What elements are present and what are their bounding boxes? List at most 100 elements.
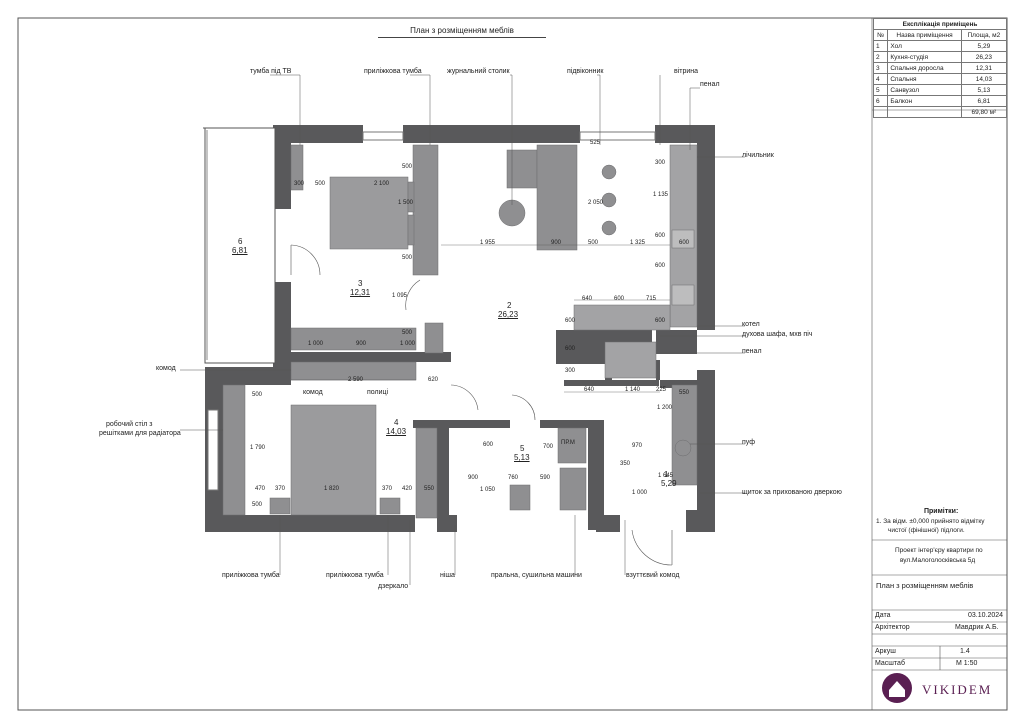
callout-dresser: комод [156, 365, 176, 372]
callout-laundry: пральна, сушильна машини [491, 572, 582, 579]
callout-window-sill: підвіконник [567, 68, 604, 75]
dimension: 900 [551, 240, 562, 246]
dimension: 500 [315, 181, 326, 187]
callout-mirror: дзеркало [378, 583, 409, 590]
scale-value: М 1:50 [956, 660, 978, 667]
architect-label: Архітектор [875, 624, 910, 631]
callout-dresser: комод [303, 389, 323, 396]
dimension: 600 [565, 346, 576, 352]
dimension: 1 000 [400, 341, 416, 347]
callout-bedside: приліжкова тумба [222, 572, 280, 579]
room-area: 6,81 [232, 246, 248, 255]
notes-line: чистої (фінішної) підлоги. [888, 527, 965, 534]
leaders [180, 74, 745, 585]
dimension: 550 [679, 390, 690, 396]
callout-pencil: пенал [700, 81, 720, 88]
room-area: 5,13 [514, 453, 530, 462]
callout-desk: решітками для радіатора [99, 430, 181, 437]
col-header: Назва приміщення [887, 29, 962, 41]
dimension: 600 [483, 442, 494, 448]
room-number: 2 [507, 301, 512, 310]
sheet-label: Аркуш [875, 648, 896, 655]
dimension: 1 135 [653, 192, 669, 198]
dimension: 715 [646, 296, 657, 302]
room-area: 5,29 [661, 479, 677, 488]
dimension: 700 [543, 444, 554, 450]
dimension: 970 [632, 443, 643, 449]
notes-line: 1. За відм. ±0,000 прийнято відмітку [876, 518, 985, 525]
cell: 2 [872, 51, 889, 63]
col-header: Площа, м2 [960, 29, 1008, 41]
cell: 26,23 [960, 51, 1008, 63]
title-block-lines [871, 18, 1007, 710]
dimension: 1 325 [630, 240, 646, 246]
dimension: 600 [655, 263, 666, 269]
plan-title: План з розміщенням меблів [378, 26, 546, 38]
dimension: 2 050 [588, 200, 604, 206]
room-number: 4 [394, 418, 399, 427]
cell: 4 [872, 73, 889, 85]
washer-label: ПР.М [561, 440, 575, 446]
furniture [222, 144, 698, 519]
brand-logo [882, 673, 912, 703]
dimension: 525 [590, 140, 601, 146]
dimension: 1 140 [625, 387, 641, 393]
dimension: 500 [402, 255, 413, 261]
dimension: 1 050 [480, 487, 496, 493]
dimension: 590 [540, 475, 551, 481]
project-line: Проект інтер'єру квартири по [895, 547, 983, 554]
dimension: 1 095 [392, 293, 408, 299]
dimension: 500 [588, 240, 599, 246]
dimension: 1 000 [308, 341, 324, 347]
dimension: 1 645 [658, 473, 674, 479]
cell: 6,81 [960, 95, 1008, 107]
project-line: вул.Малоголосківська 5д [900, 557, 976, 564]
explication-table: Експлікація приміщень № Назва приміщення… [872, 18, 1008, 118]
dimension: 600 [679, 240, 690, 246]
callout-bedside: приліжкова тумба [364, 68, 422, 75]
sheet-name: План з розміщенням меблів [876, 581, 974, 590]
architect-value: Мавдрик А.Б. [955, 624, 999, 631]
doors [290, 244, 673, 566]
callout-showcase: вітрина [674, 68, 699, 75]
date-label: Дата [875, 612, 891, 619]
callout-meter: лічильник [742, 152, 774, 159]
dimension: 300 [655, 160, 666, 166]
callout-pouf: пуф [742, 439, 755, 446]
dimension: 600 [655, 318, 666, 324]
dimension: 1 820 [324, 486, 340, 492]
explication-title: Експлікація приміщень [873, 18, 1007, 30]
room-number: 1 [664, 470, 669, 479]
cell: 3 [872, 62, 889, 74]
callout-pencil: пенал [742, 348, 762, 355]
room-number: 6 [238, 237, 243, 246]
callout-boiler: котел [742, 321, 760, 328]
dimension: 300 [294, 181, 305, 187]
cell: 6 [872, 95, 889, 107]
dimension: 500 [402, 330, 413, 336]
dimension: 600 [614, 296, 625, 302]
brand-name: VIKIDEM [922, 682, 993, 697]
dimension: 500 [252, 502, 263, 508]
callout-shoe-cabinet: взуттєвий комод [626, 572, 680, 579]
dimension: 1 000 [632, 490, 648, 496]
dimension: 1 955 [480, 240, 496, 246]
callout-desk: робочий стіл з [106, 421, 153, 428]
room-area: 14,03 [386, 427, 407, 436]
cell: Спальня [887, 73, 962, 85]
cell: 1 [872, 40, 889, 52]
dimension-lines [291, 244, 670, 393]
dimension: 600 [565, 318, 576, 324]
callout-hidden-panel: щиток за прихованою дверкою [742, 489, 842, 496]
dimension: 900 [468, 475, 479, 481]
dimension: 370 [275, 486, 286, 492]
cell: Хол [887, 40, 962, 52]
dimension: 1 200 [657, 405, 673, 411]
cell: 5,29 [960, 40, 1008, 52]
dimension: 620 [428, 377, 439, 383]
